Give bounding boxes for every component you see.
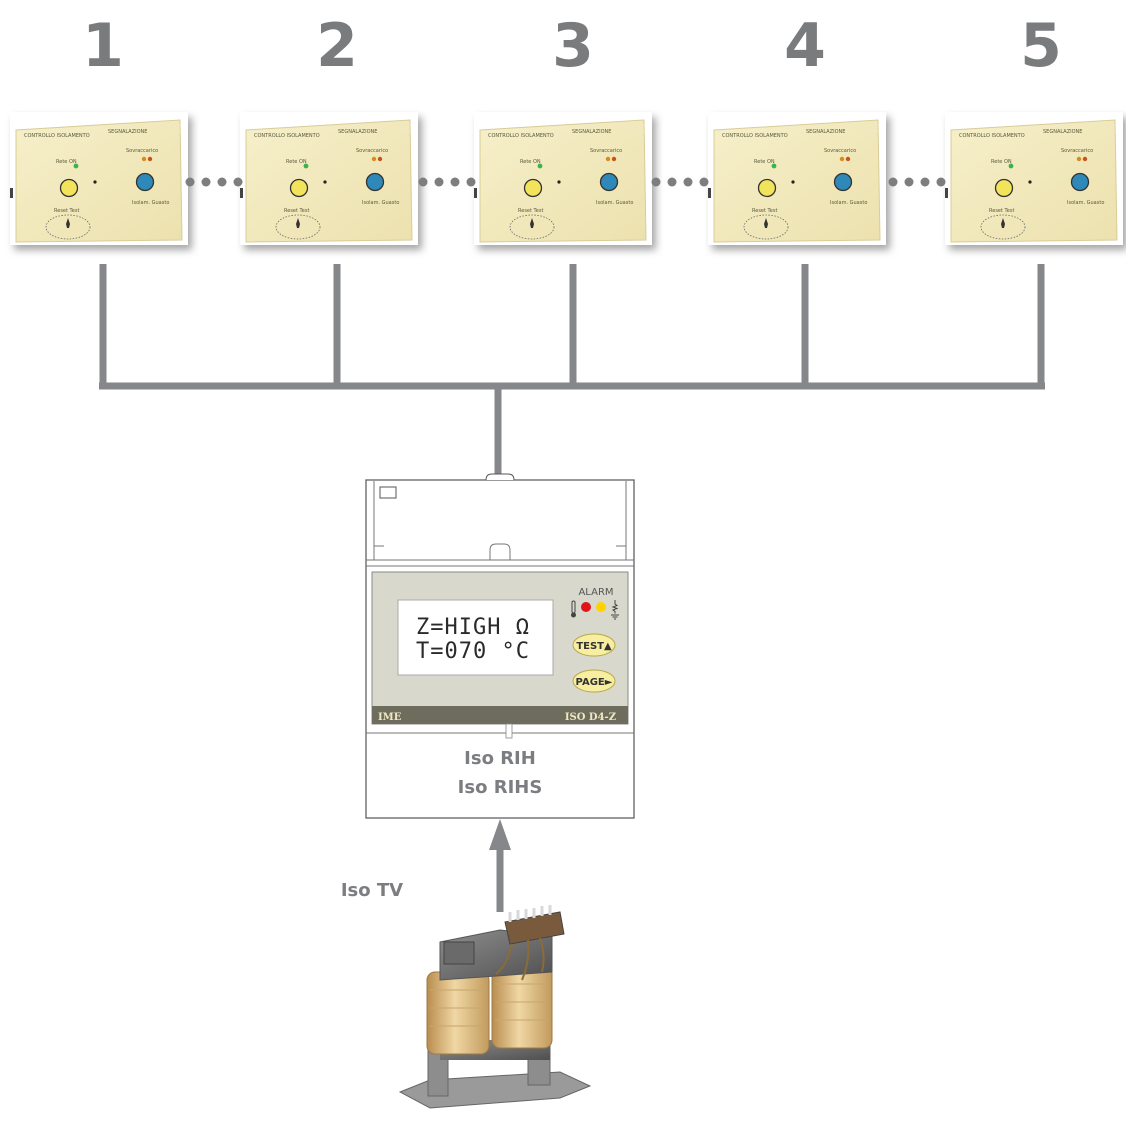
device-name-line-1: Iso RIH (464, 748, 536, 769)
device-model: ISO D4-Z (565, 712, 616, 723)
device-brand: IME (378, 712, 402, 723)
panel-number-4: 4 (784, 11, 826, 81)
test-button[interactable]: TEST▲ (572, 633, 616, 657)
remote-panel-1: IME (10, 112, 188, 245)
device-name-line-2: Iso RIHS (458, 777, 543, 798)
page-button-label: PAGE► (576, 677, 613, 688)
alarm-led-yellow (596, 602, 606, 612)
display-line-2: T=070 °C (416, 639, 530, 664)
transformer-label: Iso TV (341, 880, 403, 901)
thermometer-icon (571, 600, 576, 618)
connection-dots (185, 177, 946, 187)
alarm-label: ALARM (578, 587, 613, 598)
panel-number-3: 3 (552, 11, 594, 81)
iso-device: IME ISO D4-Z Z=HIGH Ω T=070 °C ALARM TES… (365, 473, 635, 819)
panel-brand: IME (1093, 124, 1117, 135)
panel-number-2: 2 (316, 11, 358, 81)
panel-brand: IME (388, 124, 412, 135)
panel-brand: IME (158, 124, 182, 135)
alarm-led-red (581, 602, 591, 612)
transformer-image (398, 905, 592, 1109)
display-line-1: Z=HIGH Ω (416, 615, 530, 640)
remote-panel-4: IME (708, 112, 886, 245)
panel-brand: IME (856, 124, 880, 135)
arrow-up (489, 819, 511, 912)
panel-number-5: 5 (1020, 11, 1062, 81)
remote-panel-5: IME (945, 112, 1123, 245)
test-button-label: TEST▲ (576, 641, 612, 652)
lcd-display (397, 599, 554, 676)
remote-panel-3: IME (474, 112, 652, 245)
panel-brand: IME (622, 124, 646, 135)
earth-resistor-icon (611, 600, 619, 620)
page-button[interactable]: PAGE► (572, 669, 616, 693)
remote-panel-2: IME (240, 112, 418, 245)
panel-number-1: 1 (82, 11, 124, 81)
bus-wiring (99, 264, 1045, 478)
